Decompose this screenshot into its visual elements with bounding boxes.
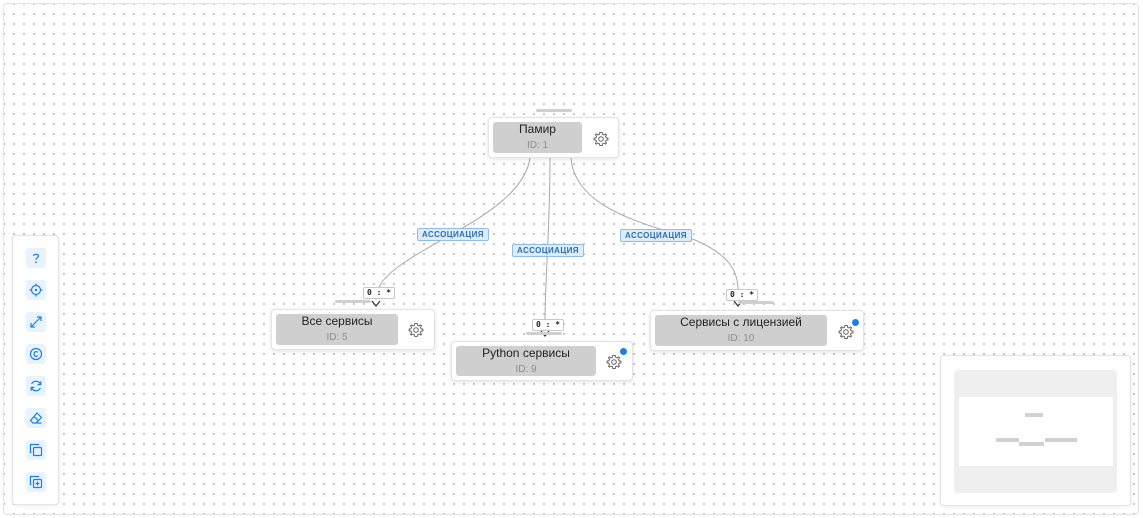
edge-label-right[interactable]: ассоциация <box>620 229 692 242</box>
gear-icon[interactable] <box>838 324 854 340</box>
copyright-button[interactable] <box>26 344 46 364</box>
node-id: ID: 5 <box>326 332 348 343</box>
minimap[interactable] <box>940 355 1131 506</box>
node-body: Памир ID: 1 <box>493 122 582 153</box>
refresh-button[interactable] <box>26 376 46 396</box>
node-id: ID: 10 <box>727 333 755 344</box>
node-python-services[interactable]: Python сервисы ID: 9 <box>451 341 633 381</box>
node-body: Python сервисы ID: 9 <box>456 346 596 376</box>
clear-button[interactable] <box>26 408 46 428</box>
node-body: Сервисы с лицензией ID: 10 <box>655 315 827 346</box>
copy-icon <box>29 443 43 457</box>
node-licensed-services[interactable]: Сервисы с лицензией ID: 10 <box>650 310 864 351</box>
multiplicity-middle: 0 : * <box>532 319 565 331</box>
help-icon <box>32 253 40 264</box>
minimap-viewport[interactable] <box>959 397 1113 466</box>
node-title: Памир <box>519 122 556 136</box>
gear-icon[interactable] <box>593 131 609 147</box>
eraser-icon <box>29 412 43 424</box>
copyright-icon <box>29 347 43 361</box>
edge-label-left[interactable]: ассоциация <box>417 228 489 241</box>
add-copy-icon <box>29 475 43 489</box>
node-all-services[interactable]: Все сервисы ID: 5 <box>271 309 435 350</box>
node-handle[interactable] <box>738 301 774 304</box>
node-title: Все сервисы <box>301 314 373 328</box>
minimap-node <box>1045 438 1077 442</box>
fit-view-button[interactable] <box>26 312 46 332</box>
gear-icon[interactable] <box>408 322 424 338</box>
node-id: ID: 9 <box>515 363 537 375</box>
node-handle[interactable] <box>335 300 371 303</box>
node-handle[interactable] <box>536 109 572 112</box>
expand-icon <box>30 316 42 328</box>
minimap-node <box>1019 442 1044 446</box>
minimap-node <box>996 438 1019 442</box>
node-body: Все сервисы ID: 5 <box>276 314 398 345</box>
status-dot <box>852 319 859 326</box>
gear-icon[interactable] <box>606 354 622 370</box>
node-title: Python сервисы <box>482 345 570 360</box>
status-dot <box>620 348 627 355</box>
node-id: ID: 1 <box>526 140 549 151</box>
add-copy-button[interactable] <box>26 472 46 492</box>
multiplicity-left: 0 : * <box>363 287 396 299</box>
node-title: Сервисы с лицензией <box>680 315 802 329</box>
copy-button[interactable] <box>26 440 46 460</box>
minimap-node <box>1025 413 1043 417</box>
edge-label-middle[interactable]: ассоциация <box>512 244 584 257</box>
center-target-icon <box>29 283 43 297</box>
tools-panel <box>12 235 59 505</box>
node-handle[interactable] <box>526 332 562 335</box>
multiplicity-right: 0 : * <box>726 289 759 301</box>
refresh-icon <box>30 380 42 392</box>
center-view-button[interactable] <box>26 280 46 300</box>
node-root[interactable]: Памир ID: 1 <box>488 117 619 158</box>
help-button[interactable] <box>26 248 46 268</box>
